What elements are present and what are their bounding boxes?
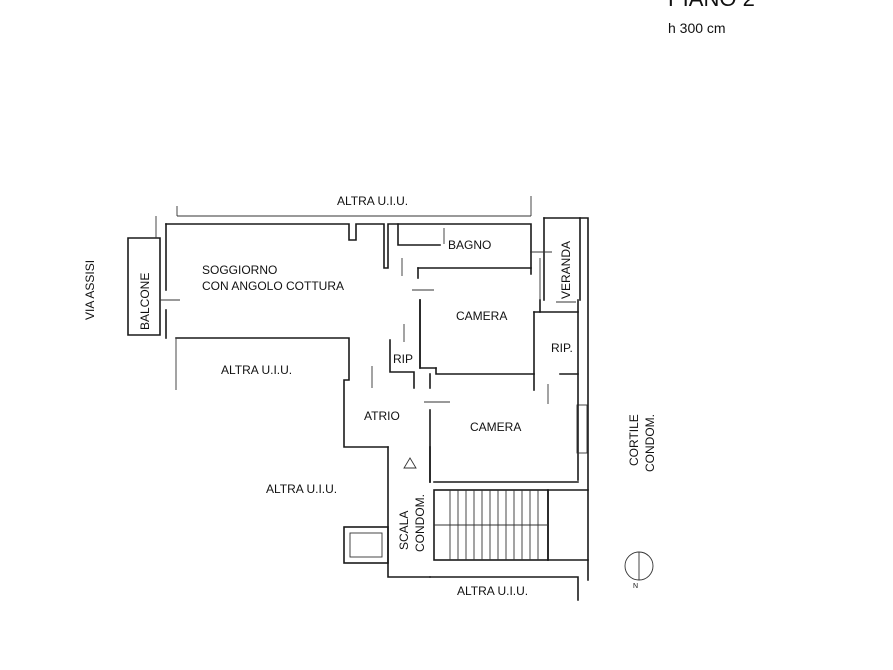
label-atrio: ATRIO	[364, 409, 400, 423]
label-altra-left-low: ALTRA U.I.U.	[266, 482, 337, 496]
label-scala-sub: CONDOM.	[413, 494, 427, 552]
interior-walls	[343, 223, 579, 578]
label-camera-upper: CAMERA	[456, 309, 507, 323]
north-arrow-icon: N	[624, 551, 654, 590]
label-cortile: CORTILE	[627, 414, 641, 466]
height-note: h 300 cm	[668, 20, 726, 36]
stairs	[403, 457, 549, 561]
label-altra-top: ALTRA U.I.U.	[337, 194, 408, 208]
floor-title: PIANO 2	[668, 0, 755, 11]
label-camera-lower: CAMERA	[470, 420, 521, 434]
north-label: N	[633, 583, 638, 590]
label-altra-bottom: ALTRA U.I.U.	[457, 584, 528, 598]
label-rip-right: RIP.	[551, 341, 573, 355]
label-cortile-sub: CONDOM.	[643, 414, 657, 472]
label-veranda: VERANDA	[559, 241, 573, 299]
label-bagno: BAGNO	[448, 238, 491, 252]
outer-walls	[127, 216, 589, 601]
label-balcone: BALCONE	[138, 273, 152, 330]
door-marks	[371, 228, 576, 404]
label-via: VIA ASSISI	[83, 260, 97, 320]
label-rip-small: RIP	[393, 352, 413, 366]
label-altra-left-mid: ALTRA U.I.U.	[221, 363, 292, 377]
label-scala: SCALA	[397, 511, 411, 550]
top-boundary	[176, 196, 532, 217]
label-soggiorno-sub: CON ANGOLO COTTURA	[202, 279, 344, 293]
label-soggiorno: SOGGIORNO	[202, 263, 277, 277]
